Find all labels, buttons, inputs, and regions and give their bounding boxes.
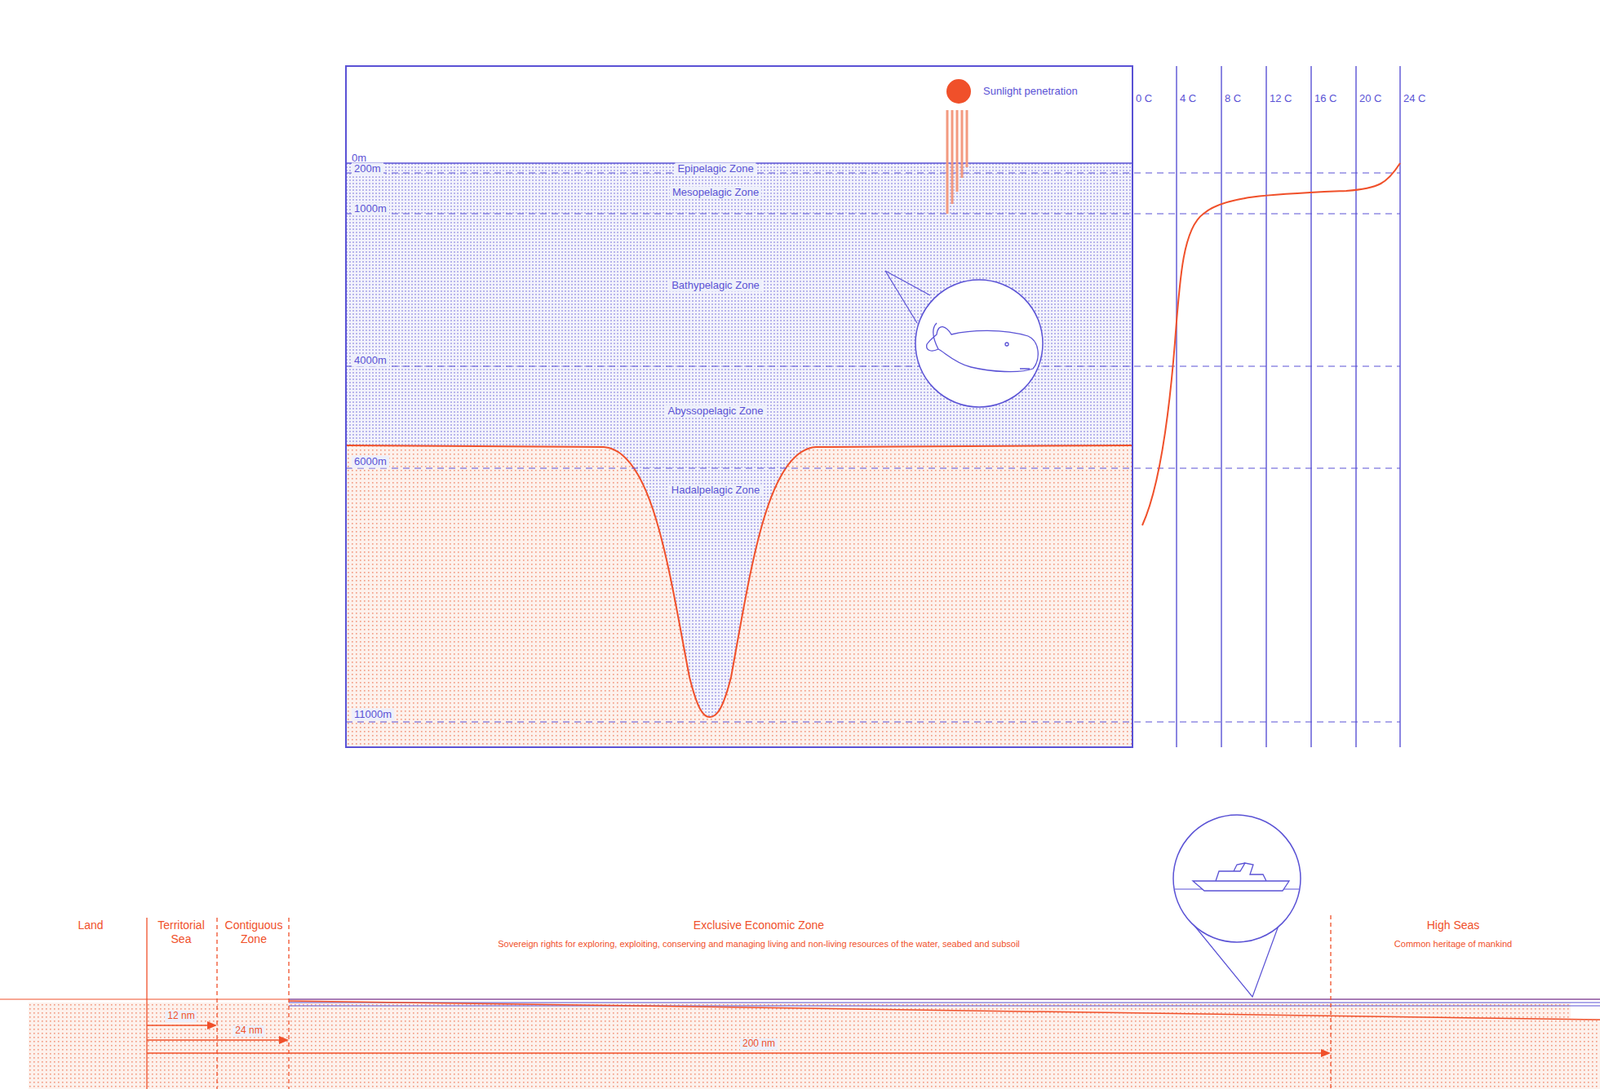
zone-label: Mesopelagic Zone [669, 186, 762, 200]
zone-label: Bathypelagic Zone [669, 279, 763, 293]
depth-label: 4000m [351, 354, 390, 368]
zone-description: Sovereign rights for exploring, exploiti… [310, 939, 1208, 949]
zone-band: Contiguous Zone [220, 918, 288, 947]
temperature-label: 24 C [1403, 93, 1426, 106]
distance-label: 12 nm [164, 1010, 197, 1023]
zone-band: Land [53, 918, 128, 933]
zone-band: Territorial Sea [152, 918, 210, 947]
zone-name: Exclusive Economic Zone [310, 918, 1208, 933]
zone-name: Land [53, 918, 128, 933]
zone-band: Exclusive Economic ZoneSovereign rights … [310, 918, 1208, 949]
zone-description: Common heritage of mankind [1338, 939, 1568, 949]
temperature-label: 8 C [1224, 93, 1241, 106]
temperature-label: 4 C [1179, 93, 1197, 106]
zone-label: Epipelagic Zone [674, 163, 756, 176]
distance-label: 24 nm [232, 1025, 265, 1038]
depth-label: 1000m [351, 203, 390, 216]
depth-label: 11000m [351, 709, 395, 722]
depth-label: 200m [351, 163, 384, 176]
depth-label: 6000m [351, 456, 390, 469]
temperature-label: 16 C [1314, 93, 1337, 106]
sun-label: Sunlight penetration [983, 85, 1078, 98]
zone-name: Territorial Sea [152, 918, 210, 947]
temperature-label: 0 C [1135, 93, 1153, 106]
zone-name: Contiguous Zone [220, 918, 288, 947]
temperature-label: 12 C [1269, 93, 1292, 106]
zone-label: Hadalpelagic Zone [669, 484, 763, 497]
zone-band: High SeasCommon heritage of mankind [1338, 918, 1568, 949]
zone-label: Abyssopelagic Zone [664, 405, 766, 418]
temperature-label: 20 C [1359, 93, 1382, 106]
distance-label: 200 nm [740, 1038, 778, 1051]
zone-name: High Seas [1338, 918, 1568, 933]
